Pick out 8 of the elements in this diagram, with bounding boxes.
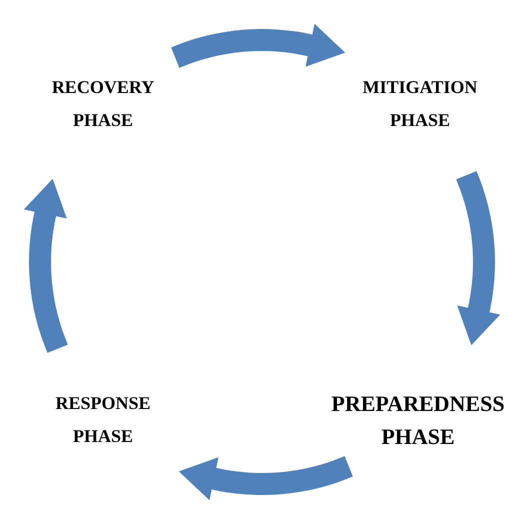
curved-arrow (178, 456, 353, 500)
phase-label: MITIGATION PHASE (350, 71, 490, 137)
phase-label: RECOVERY PHASE (38, 71, 168, 137)
phase-label: PREPAREDNESS PHASE (318, 387, 518, 453)
curved-arrow (24, 178, 68, 353)
curved-arrow (171, 24, 346, 68)
curved-arrow (456, 171, 500, 346)
phase-label: RESPONSE PHASE (33, 387, 173, 453)
